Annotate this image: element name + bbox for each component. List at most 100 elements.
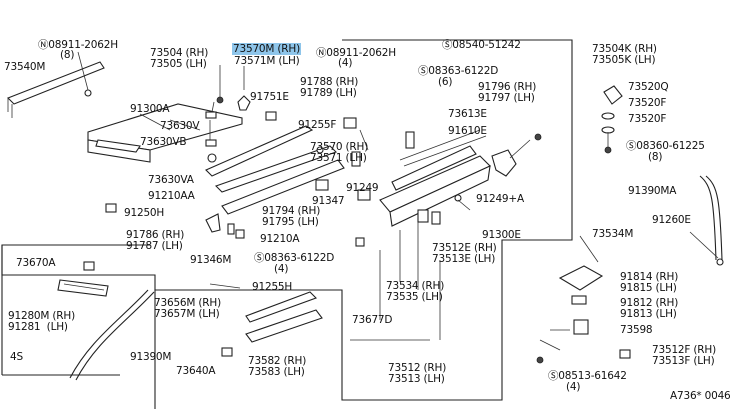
variant-label: 4S (10, 351, 23, 363)
bolt-part (84, 89, 92, 97)
clip-part (357, 189, 371, 201)
washer-part (205, 111, 217, 119)
part-label: 91788 (RH) (300, 76, 359, 88)
part-label: 73512F (RH) (652, 344, 716, 356)
part-label: 91789 (LH) (300, 87, 357, 99)
clip-part (205, 139, 217, 147)
part-label: 73505K (LH) (592, 54, 656, 66)
screw-part (216, 96, 224, 104)
leader-line (139, 113, 171, 131)
quantity-label: (8) (648, 151, 663, 163)
quantity-label: (4) (338, 57, 353, 69)
leader-line (359, 129, 369, 151)
part-label: 73534 (RH) (386, 280, 445, 292)
leader-line (509, 139, 531, 159)
leader-line (539, 339, 561, 351)
part-label: 73512E (RH) (432, 242, 497, 254)
washer-part (601, 112, 615, 120)
clip-part (417, 209, 429, 223)
clip-part (83, 261, 95, 271)
part-label: 91797 (LH) (478, 92, 535, 104)
part-label: 73630V (160, 120, 200, 132)
rail-line (63, 283, 105, 291)
part-label: Ⓢ08360-61225 (626, 140, 705, 152)
part-label: 73504 (RH) (150, 47, 209, 59)
leader-line (689, 231, 719, 259)
rail-assembly-part (391, 145, 477, 191)
quantity-label: (6) (438, 76, 453, 88)
part-label: Ⓢ08363-6122D (254, 252, 335, 264)
part-label: 73571 (LH) (310, 152, 367, 164)
part-label: Ⓝ08911-2062H (316, 47, 396, 59)
leader-line (209, 283, 241, 289)
quantity-label: (4) (274, 263, 289, 275)
part-label: 91250H (124, 207, 165, 219)
clip-part (221, 347, 233, 357)
clip-part (227, 223, 235, 235)
part-label: 73520F (628, 97, 667, 109)
part-label: 91390M (130, 351, 172, 363)
weatherstrip-part (699, 175, 717, 261)
part-label: 91815 (LH) (620, 282, 677, 294)
part-label: 91346M (190, 254, 232, 266)
part-label: 73534M (592, 228, 634, 240)
panel-frame-part (95, 139, 141, 153)
molding-strip-part (245, 291, 317, 323)
slider-part (558, 265, 604, 291)
part-label: 73670A (16, 257, 56, 269)
diagram-code: A736* 0046 (670, 390, 731, 402)
rail-line (403, 135, 487, 167)
grommet-part (207, 153, 217, 163)
part-label: 91813 (LH) (620, 308, 677, 320)
part-label: 73512 (RH) (388, 362, 447, 374)
part-label: 91814 (RH) (620, 271, 679, 283)
bracket-part (237, 95, 251, 111)
part-label: 73677D (352, 314, 393, 326)
clip-part (431, 211, 441, 225)
part-label: Ⓢ08513-61642 (548, 370, 627, 382)
bolt-part (454, 194, 462, 202)
part-label: 73513E (LH) (432, 253, 496, 265)
part-label: 91795 (LH) (262, 216, 319, 228)
part-label: 91281 (LH) (8, 321, 68, 333)
inset-rail-part (57, 279, 109, 297)
part-label: 73583 (LH) (248, 366, 305, 378)
part-label: 73582 (RH) (248, 355, 307, 367)
molding-strip-part (214, 145, 338, 193)
part-label: 73656M (RH) (154, 297, 221, 309)
part-label: 91796 (RH) (478, 81, 537, 93)
clip-part (355, 237, 365, 247)
part-label: 91812 (RH) (620, 297, 679, 309)
part-label: 91249 (346, 182, 379, 194)
part-label: Ⓢ08540-51242 (442, 39, 521, 51)
part-label: 73630VA (148, 174, 194, 186)
part-label: 91751E (250, 91, 289, 103)
clip-part (235, 229, 245, 239)
bracket-part (491, 149, 517, 177)
molding-strip-part (221, 159, 345, 215)
part-label: 91390MA (628, 185, 677, 197)
screw-shaft (211, 101, 215, 113)
part-label: 73505 (LH) (150, 58, 207, 70)
part-label: 73571M (LH) (234, 55, 300, 67)
clip-part (716, 258, 724, 266)
part-label: Ⓝ08911-2062H (38, 39, 118, 51)
clip-part (105, 203, 117, 213)
screw-part (405, 131, 415, 149)
part-label: 91255F (298, 119, 337, 131)
clip-part (315, 179, 329, 191)
part-label: 73520Q (628, 81, 669, 93)
part-label: 91210A (260, 233, 300, 245)
part-label: 91787 (LH) (126, 240, 183, 252)
rail-line (399, 129, 481, 161)
molding-strip-part (205, 125, 314, 177)
part-label: 91249+A (476, 193, 524, 205)
guide-part (573, 319, 589, 335)
quantity-label: (8) (60, 49, 75, 61)
rail-assembly-part (389, 165, 491, 227)
bolt-part (316, 146, 324, 154)
part-label: 91255H (252, 281, 293, 293)
part-label: 73513 (LH) (388, 373, 445, 385)
roof-strip-part (7, 61, 105, 105)
